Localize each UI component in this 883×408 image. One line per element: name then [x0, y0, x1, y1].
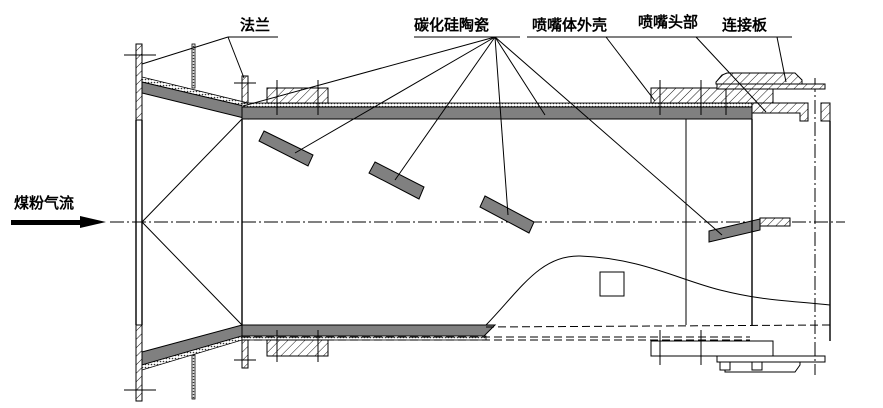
label-nozzle-shell: 喷嘴体外壳 — [532, 16, 607, 34]
insert-bracket — [759, 217, 791, 227]
airflow-arrow-icon — [11, 216, 106, 228]
break-line — [485, 255, 831, 326]
ceramic-insert-1 — [258, 130, 314, 167]
ceramic-insert-3 — [479, 195, 535, 234]
nozzle-head — [650, 78, 831, 375]
mid-flange — [234, 75, 256, 369]
label-flange: 法兰 — [240, 16, 270, 34]
label-nozzle-head: 喷嘴头部 — [638, 13, 698, 31]
support-rib-top — [191, 43, 196, 89]
bottom-bolt-assembly — [650, 330, 826, 373]
support-rib-bottom — [191, 354, 196, 400]
ceramic-insert-2 — [368, 161, 425, 200]
label-coal-airflow: 煤粉气流 — [14, 194, 74, 212]
bolt-block-bottom — [266, 339, 329, 357]
ceramic-insert-4 — [708, 218, 761, 243]
ceramic-liner-bottom — [241, 324, 497, 337]
label-sic-ceramic: 碳化硅陶瓷 — [414, 16, 489, 34]
inspection-square — [599, 271, 625, 297]
leader-lines — [141, 36, 792, 236]
bolt-block-top — [266, 87, 329, 104]
label-connecting-plate: 连接板 — [722, 16, 768, 34]
